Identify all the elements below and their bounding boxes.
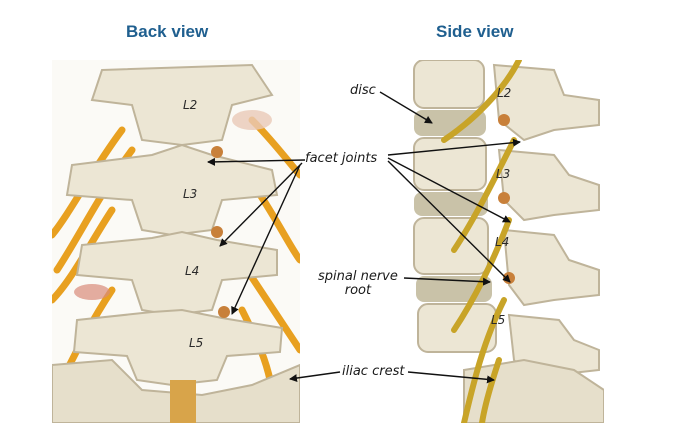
back-view-title: Back view bbox=[126, 22, 209, 41]
facet-leader-back-1 bbox=[207, 157, 306, 166]
facet-leader-side-1 bbox=[387, 138, 521, 156]
facet-leader-side-2 bbox=[387, 157, 511, 223]
nerve-root-leader bbox=[403, 277, 491, 286]
back-label-l5: L5 bbox=[189, 336, 204, 350]
side-label-l5: L5 bbox=[491, 313, 506, 327]
disc-leader bbox=[379, 91, 433, 124]
top-trim bbox=[0, 0, 700, 6]
back-vertebrae bbox=[52, 63, 300, 423]
side-view-spine-illustration bbox=[404, 60, 604, 423]
label-spinal-nerve-root: spinal nerve root bbox=[318, 269, 398, 298]
back-label-l3: L3 bbox=[183, 187, 198, 201]
side-posterior-elements bbox=[463, 63, 604, 423]
side-label-l2: L2 bbox=[497, 86, 512, 100]
back-label-l2: L2 bbox=[183, 98, 198, 112]
label-disc: disc bbox=[350, 83, 376, 98]
side-label-l4: L4 bbox=[495, 235, 510, 249]
iliac-crest-leader-back bbox=[289, 371, 341, 382]
label-iliac-crest: iliac crest bbox=[342, 364, 405, 379]
side-view-title: Side view bbox=[436, 22, 514, 41]
facet-leader-side-3 bbox=[387, 160, 511, 283]
label-facet-joints: facet joints bbox=[305, 151, 378, 166]
facet-leader-back-2 bbox=[219, 162, 303, 247]
iliac-crest-leader-side bbox=[407, 371, 495, 384]
back-view-spine-illustration bbox=[52, 60, 300, 423]
side-label-l3: L3 bbox=[496, 167, 511, 181]
side-view-image: L2 L3 L4 L5 bbox=[404, 60, 604, 423]
back-view-image: L2 L3 L4 L5 bbox=[52, 60, 300, 423]
facet-leader-back-3 bbox=[231, 164, 301, 315]
back-label-l4: L4 bbox=[185, 264, 200, 278]
